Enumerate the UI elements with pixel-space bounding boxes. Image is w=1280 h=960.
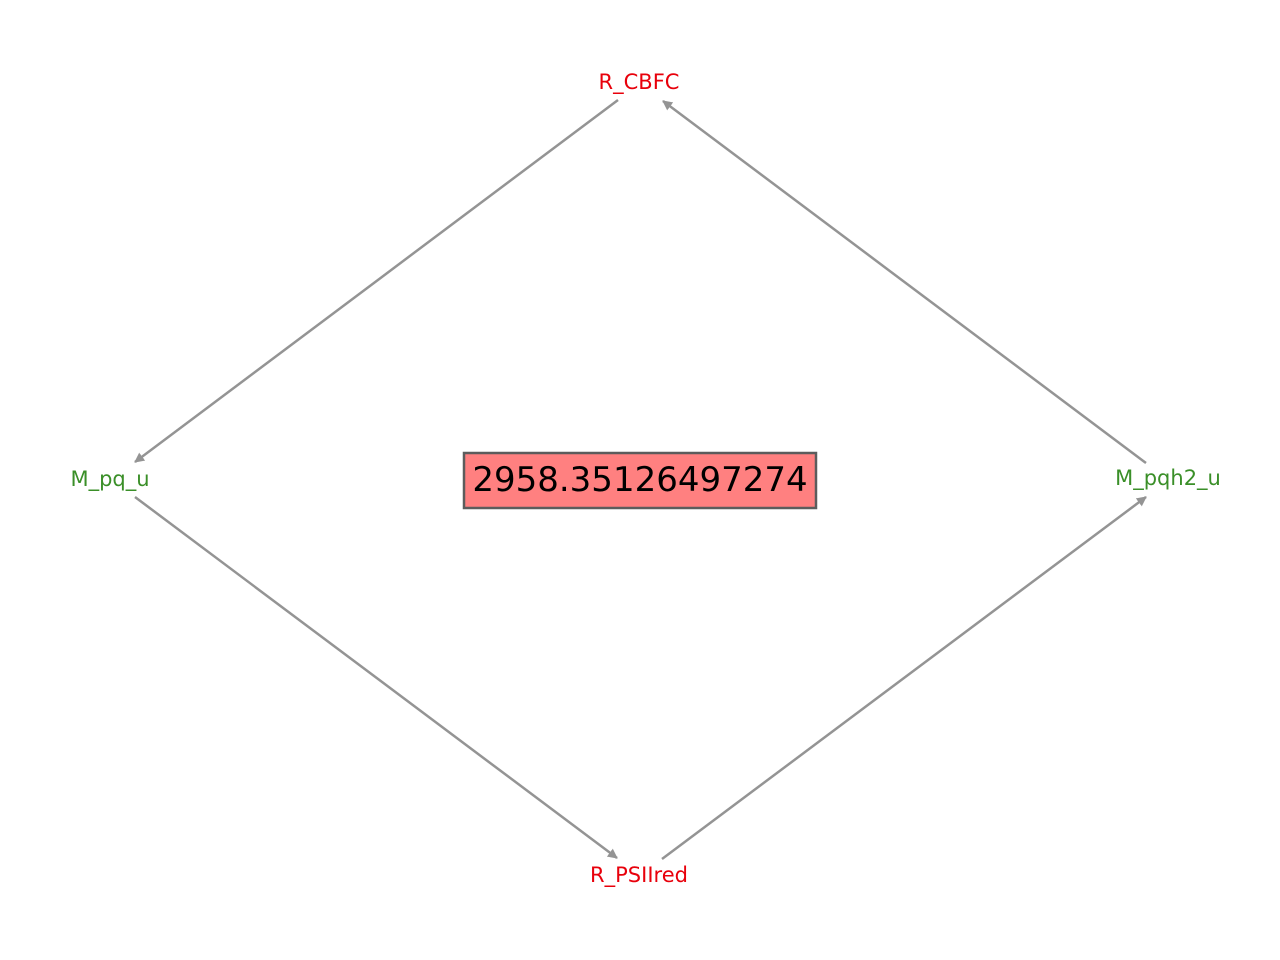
nodes: R_CBFC M_pq_u M_pqh2_u R_PSIIred: [70, 70, 1220, 888]
edge-m-pqh2-u-to-r-cbfc: [662, 99, 1147, 465]
edge-r-psiired-to-m-pqh2-u: [661, 495, 1147, 861]
center-value-box: 2958.35126497274: [462, 451, 818, 510]
node-m-pq-u: M_pq_u: [70, 467, 149, 492]
node-m-pqh2-u: M_pqh2_u: [1115, 466, 1221, 491]
center-value-text: 2958.35126497274: [472, 460, 807, 500]
node-r-cbfc: R_CBFC: [599, 70, 680, 95]
node-r-psiired: R_PSIIred: [590, 863, 688, 888]
value-box-background: [462, 451, 818, 510]
edge-m-pq-u-to-r-psiired: [134, 495, 618, 860]
edge-r-cbfc-to-m-pq-u: [134, 98, 619, 464]
edges: [134, 98, 1147, 861]
